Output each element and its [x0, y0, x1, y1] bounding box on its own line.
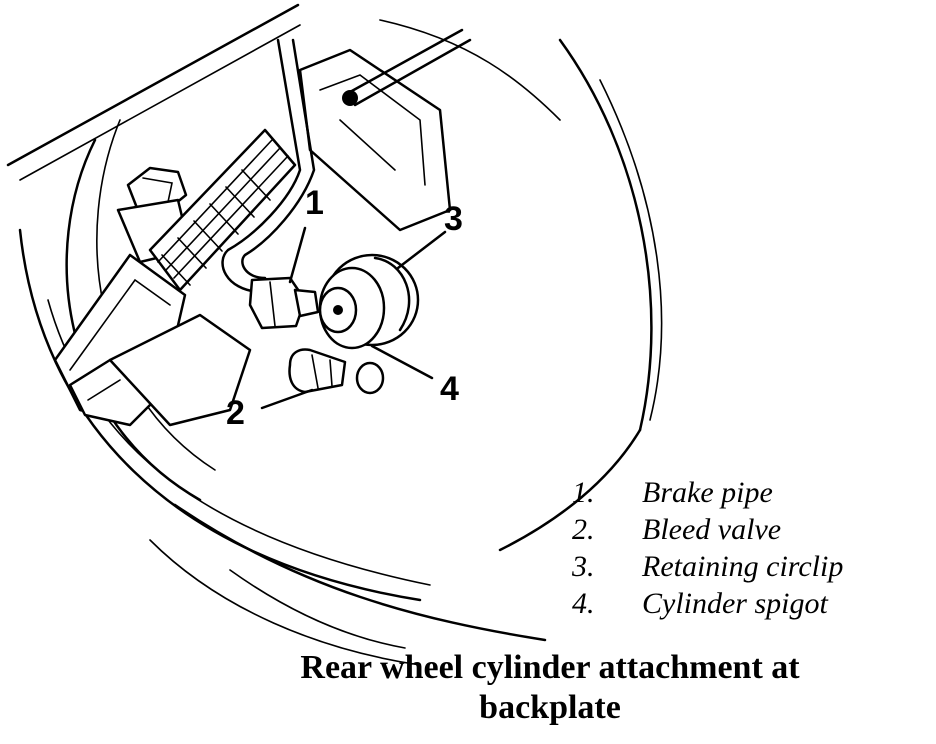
bleed-valve — [288, 348, 385, 395]
parts-legend: 1. Brake pipe 2. Bleed valve 3. Retainin… — [572, 474, 843, 622]
legend-text: Bleed valve — [642, 512, 782, 546]
legend-number: 4. — [572, 586, 595, 620]
callout-2: 2 — [226, 394, 245, 432]
leader-3 — [396, 230, 447, 270]
body-edge — [6, 3, 300, 167]
leader-1 — [288, 226, 307, 284]
legend-item: 1. Brake pipe — [572, 474, 843, 511]
legend-number: 2. — [572, 512, 595, 546]
body-edge-inner — [19, 24, 301, 181]
leader-lines — [260, 226, 447, 410]
callout-1: 1 — [305, 184, 324, 222]
brake-pipe — [221, 38, 316, 294]
legend-text: Retaining circlip — [642, 549, 844, 583]
legend-text: Cylinder spigot — [642, 586, 828, 620]
legend-number: 3. — [572, 549, 595, 583]
caption-line-2: backplate — [479, 689, 621, 726]
callout-3: 3 — [444, 200, 463, 238]
legend-number: 1. — [572, 475, 595, 509]
leader-2 — [260, 388, 314, 410]
legend-item: 2. Bleed valve — [572, 511, 843, 548]
caption-line-1: Rear wheel cylinder attachment at — [300, 649, 800, 686]
pipe-union-nut — [248, 276, 320, 330]
legend-item: 4. Cylinder spigot — [572, 585, 843, 622]
upper-bracket — [298, 28, 472, 232]
legend-item: 3. Retaining circlip — [572, 548, 843, 585]
wheel-cylinder — [318, 253, 420, 350]
lower-lever — [53, 253, 252, 427]
figure-caption: Rear wheel cylinder attachment at backpl… — [200, 648, 900, 728]
legend-text: Brake pipe — [642, 475, 773, 509]
adjuster-thread — [148, 128, 297, 292]
callout-4: 4 — [440, 370, 459, 408]
leader-4 — [370, 344, 434, 380]
